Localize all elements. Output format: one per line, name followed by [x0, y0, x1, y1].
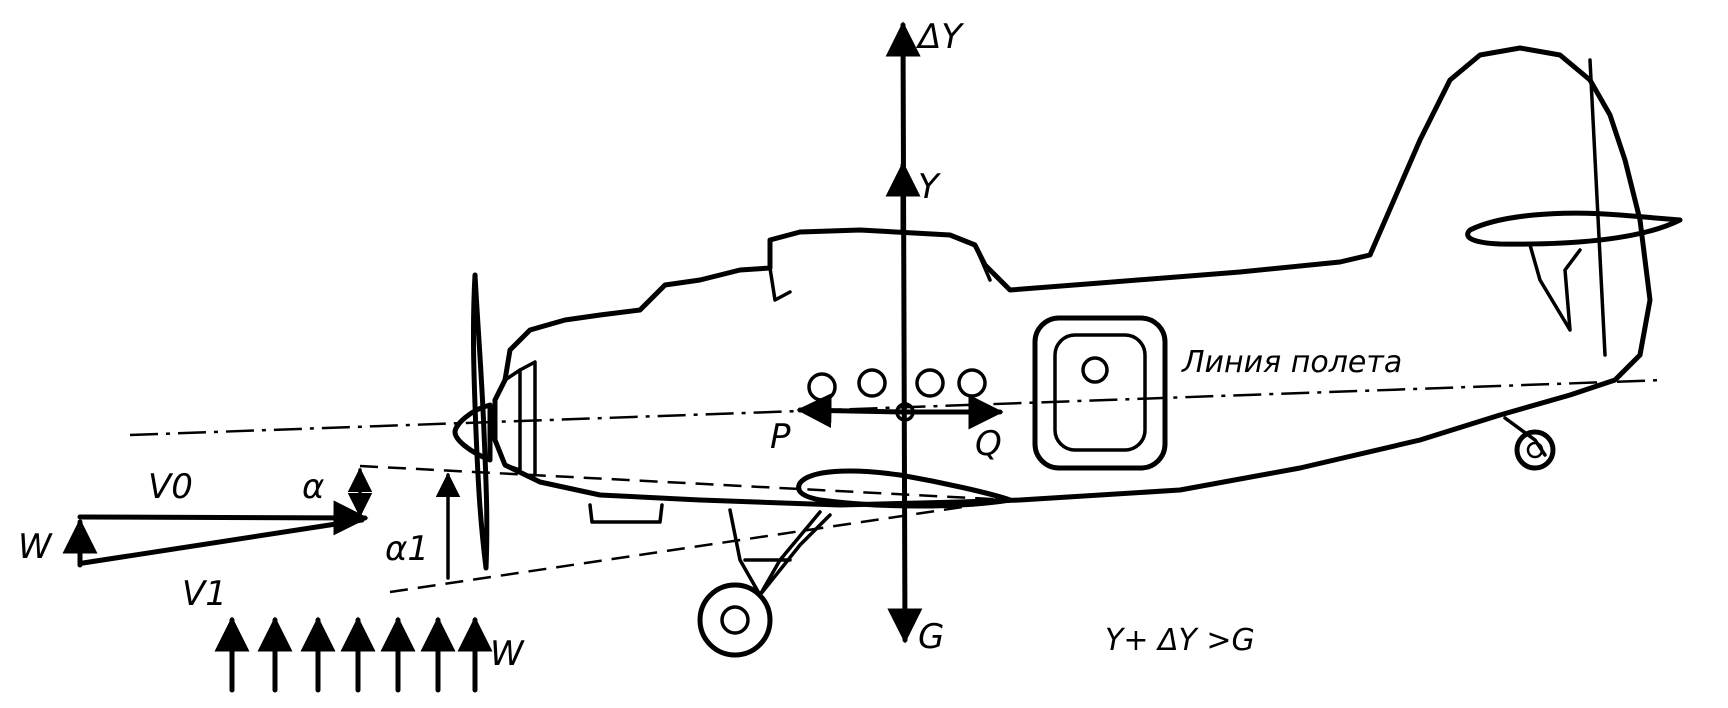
- door-porthole: [1081, 356, 1109, 384]
- label-g: G: [918, 617, 944, 657]
- label-q: Q: [975, 424, 1002, 464]
- fuselage-lower: [492, 377, 963, 508]
- main-wheel: [697, 582, 773, 658]
- flight-line: [129, 378, 1666, 437]
- label-p: P: [770, 417, 791, 457]
- airplane: [452, 45, 1683, 658]
- propeller-blade: [470, 272, 490, 571]
- cowling-ring-2: [518, 360, 537, 477]
- label-w-left: W: [18, 527, 53, 567]
- stabilizer-strut: [1528, 243, 1582, 332]
- horizontal-stabilizer: [1465, 210, 1683, 247]
- tail-wheel-hub: [1526, 441, 1544, 459]
- door-outer: [1032, 315, 1168, 471]
- window-2: [857, 368, 887, 398]
- tail-wheel: [1514, 429, 1556, 471]
- vertical-force-axis: [885, 21, 923, 644]
- label-alpha: α: [302, 467, 324, 507]
- cowling-ring: [503, 368, 522, 472]
- main-gear-struts: [728, 508, 832, 597]
- cabin-step: [973, 243, 992, 282]
- v1-vector: [80, 517, 365, 566]
- fuselage-upper: [502, 45, 1653, 505]
- belly-fairing: [588, 503, 664, 524]
- label-delta-y: ΔY: [915, 17, 964, 57]
- wing-chord-line: [389, 498, 1011, 594]
- label-flight-line: Линия полета: [1181, 345, 1402, 380]
- label-alpha1: α1: [385, 529, 429, 569]
- label-y: Y: [918, 167, 941, 207]
- main-wheel-hub: [720, 605, 750, 635]
- thrust-arrow-p: [796, 393, 908, 429]
- label-v1: V1: [182, 574, 227, 614]
- cockpit-bump: [768, 266, 792, 302]
- door-inner: [1053, 333, 1147, 452]
- window-3: [915, 368, 945, 398]
- gust-arrows: [214, 616, 493, 693]
- label-w-bottom: W: [490, 634, 525, 674]
- rudder-hinge: [1588, 58, 1607, 357]
- v0-reference-line: [359, 464, 1011, 502]
- window-4: [957, 368, 987, 398]
- window-1: [807, 372, 837, 402]
- label-v0: V0: [148, 467, 193, 507]
- label-equation: Y+ ΔY >G: [1105, 623, 1255, 658]
- v0-vector: [77, 500, 369, 536]
